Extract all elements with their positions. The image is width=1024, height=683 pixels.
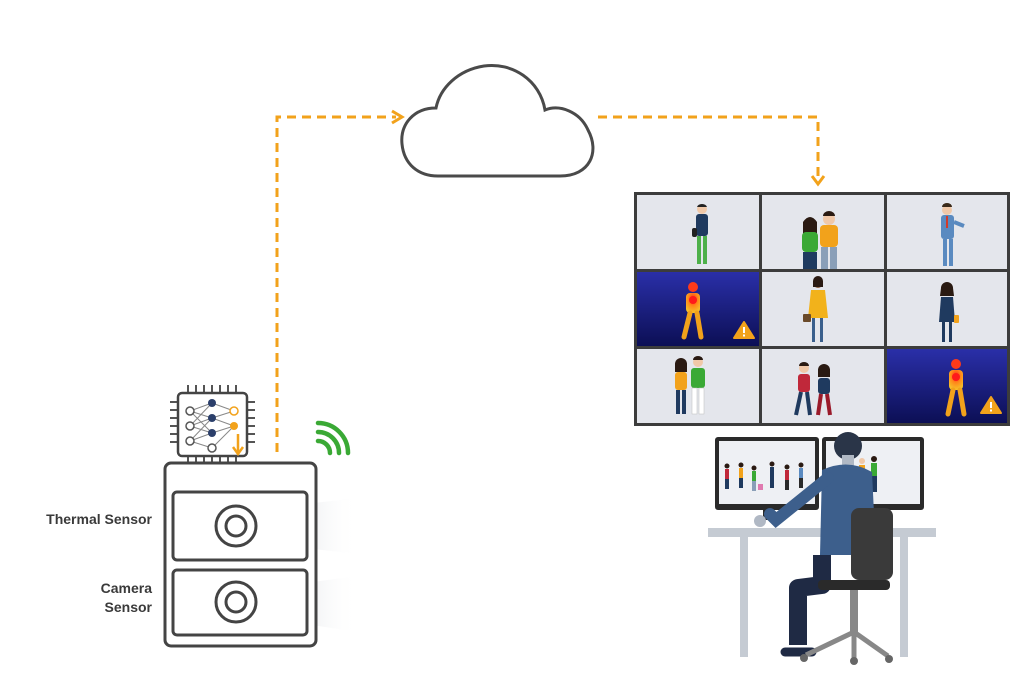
person-figure [794,362,832,416]
uplink-line [275,115,396,452]
camera-sensor-label: Camera Sensor [20,579,152,617]
data-flow-arrows [275,115,820,452]
uplink-arrowhead [391,109,405,125]
camera-sensor-label-line1: Camera [100,580,152,596]
person-figure [675,356,705,415]
sensor-unit [163,461,358,648]
video-wall [634,192,1010,426]
downlink-line [598,115,820,176]
person-figure [802,211,838,269]
neural-network-chip-icon [170,385,255,464]
operator-workstation [708,432,936,665]
person-figure [941,203,965,266]
thermal-person-figure [945,359,967,417]
person-figure [803,276,828,342]
office-chair [800,508,893,665]
person-figure [939,282,959,342]
cloud-icon [400,63,595,178]
camera-sensor-label-line2: Sensor [104,599,152,615]
wireless-signal-icon [315,420,351,456]
thermal-person-figure [681,282,704,340]
warning-icon [733,321,755,339]
warning-icon [980,396,1002,414]
downlink-arrowhead [810,175,826,187]
person-figure [692,203,708,264]
thermal-sensor-label: Thermal Sensor [46,511,152,527]
